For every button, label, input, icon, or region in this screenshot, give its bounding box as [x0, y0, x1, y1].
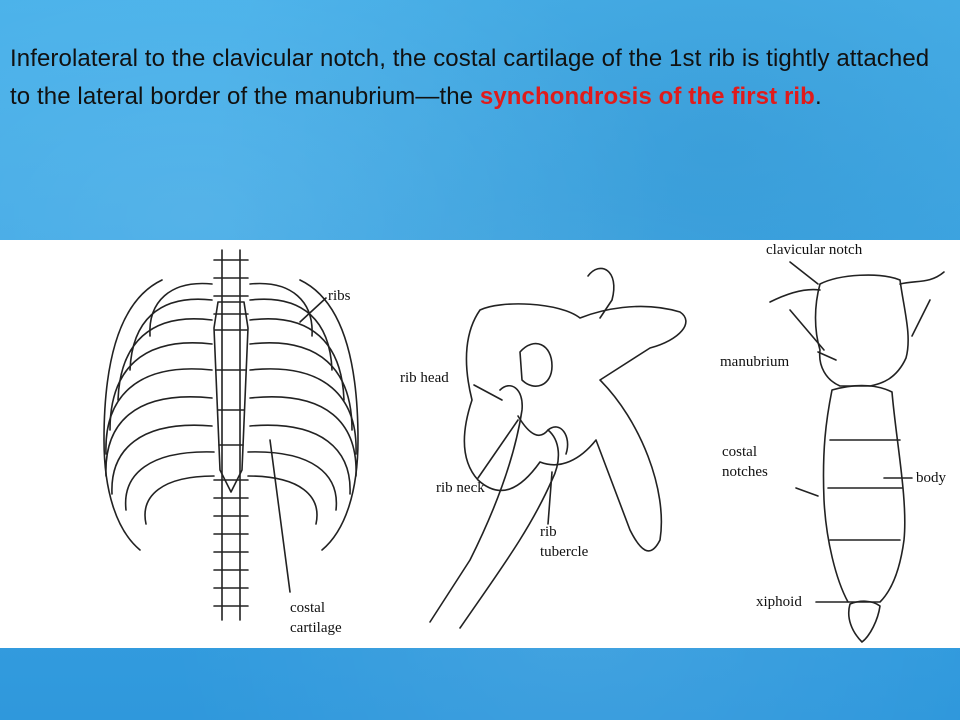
highlight-term: synchondrosis of the first rib [479, 83, 815, 110]
costal-cartilage-pointer [269, 439, 291, 593]
label-costal-notches-line2: notches [722, 464, 768, 480]
label-costal-cartilage-line2: cartilage [290, 620, 342, 636]
rib-cage-drawing [103, 249, 359, 621]
costal-notches-pointer [795, 487, 819, 497]
rib-head-pointer [473, 384, 503, 401]
manubrium-pointer [817, 351, 837, 361]
clavicular-notch-pointer-right [911, 299, 931, 337]
label-body: body [916, 470, 947, 486]
anatomy-figure: ribs costal cartilage rib head rib neck … [103, 242, 947, 643]
clavicular-notch-pointer-left [789, 261, 819, 285]
label-ribs: ribs [328, 288, 351, 304]
label-clavicular-notch: clavicular notch [766, 242, 863, 258]
label-manubrium: manubrium [720, 354, 789, 370]
label-rib-tubercle-line1: rib [540, 524, 557, 540]
label-costal-notches-line1: costal [722, 444, 757, 460]
slide-body-text: Inferolateral to the clavicular notch, t… [10, 40, 950, 116]
rib-neck-pointer [477, 419, 519, 479]
label-rib-tubercle-line2: tubercle [540, 544, 589, 560]
sternum-drawing [769, 261, 945, 643]
ribs-pointer [299, 297, 327, 323]
body-text-end: . [814, 83, 822, 110]
label-costal-cartilage-line1: costal [290, 600, 325, 616]
anatomy-figure-panel: ribs costal cartilage rib head rib neck … [0, 240, 960, 648]
vertebra-rib-drawing [429, 267, 687, 629]
label-xiphoid: xiphoid [756, 594, 802, 610]
label-rib-head: rib head [400, 370, 449, 386]
body-text-lead: Inferolateral to the clavicular notch, t… [10, 45, 930, 110]
label-rib-neck: rib neck [436, 480, 485, 496]
rib-tubercle-pointer [547, 471, 553, 525]
